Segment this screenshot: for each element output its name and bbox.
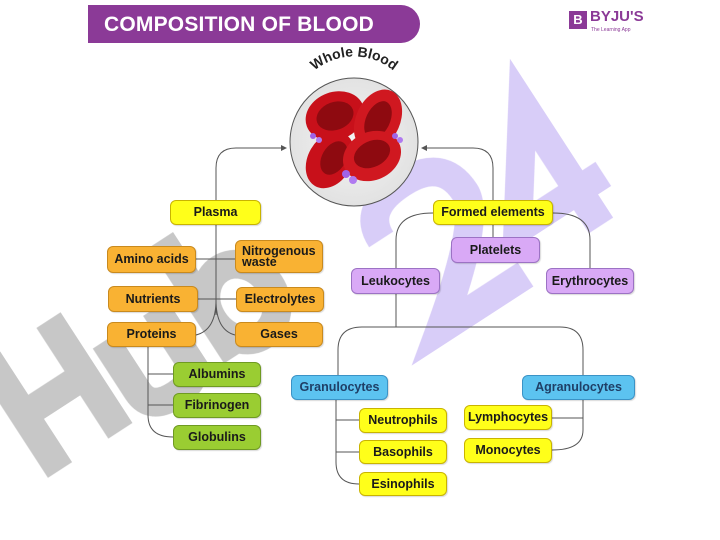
erythrocytes-node: Erythrocytes bbox=[546, 268, 634, 294]
formed-elements-node: Formed elements bbox=[433, 200, 553, 225]
title-banner: COMPOSITION OF BLOOD bbox=[88, 5, 420, 43]
platelets-node: Platelets bbox=[451, 237, 540, 263]
plasma-node: Plasma bbox=[170, 200, 261, 225]
gases-node: Gases bbox=[235, 322, 323, 347]
amino-acids-node: Amino acids bbox=[107, 246, 196, 273]
fibrinogen-node: Fibrinogen bbox=[173, 393, 261, 418]
proteins-node: Proteins bbox=[107, 322, 196, 347]
logo-tagline: The Learning App bbox=[591, 27, 631, 33]
logo-mark-icon: B bbox=[569, 11, 587, 29]
whole-blood-illustration bbox=[289, 77, 419, 207]
monocytes-node: Monocytes bbox=[464, 438, 552, 463]
logo-name: BYJU'S bbox=[590, 8, 644, 25]
nitrogenous-waste-node: Nitrogenous waste bbox=[235, 240, 323, 273]
neutrophils-node: Neutrophils bbox=[359, 408, 447, 433]
granulocytes-node: Granulocytes bbox=[291, 375, 388, 400]
nutrients-node: Nutrients bbox=[108, 286, 198, 312]
basophils-node: Basophils bbox=[359, 440, 447, 464]
esinophils-node: Esinophils bbox=[359, 472, 447, 496]
electrolytes-node: Electrolytes bbox=[236, 287, 324, 312]
page-title: COMPOSITION OF BLOOD bbox=[104, 13, 374, 36]
leukocytes-node: Leukocytes bbox=[351, 268, 440, 294]
albumins-node: Albumins bbox=[173, 362, 261, 387]
agranulocytes-node: Agranulocytes bbox=[522, 375, 635, 400]
globulins-node: Globulins bbox=[173, 425, 261, 450]
lymphocytes-node: Lymphocytes bbox=[464, 405, 552, 430]
whole-blood-label: Whole Blood bbox=[307, 43, 401, 73]
